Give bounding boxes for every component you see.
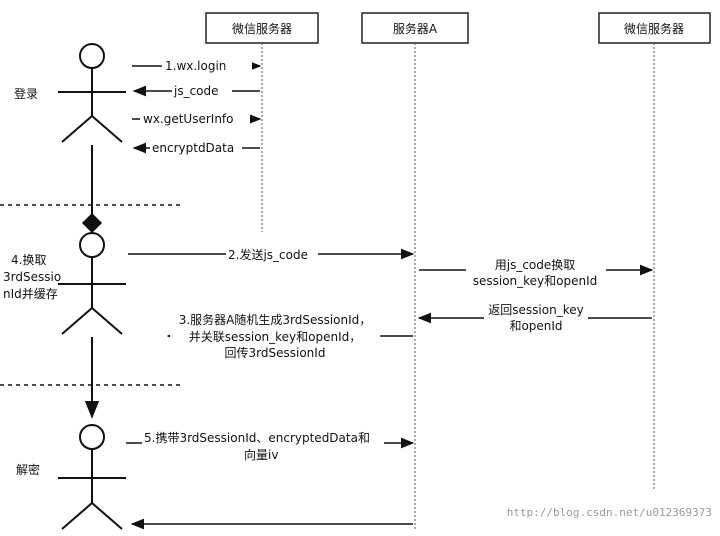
participant-wechat-server-1: 微信服务器 [205,12,319,44]
participant-label: 微信服务器 [624,21,684,36]
message-get-user-info: wx.getUserInfo [132,110,262,126]
message-exchange-session: 用js_code换取 session_key和openId [419,258,654,289]
watermark: http://blog.csdn.net/u012369373 [507,506,712,519]
message-carry-session: 5.携带3rdSessionId、encryptedData和 向量iv [126,429,415,463]
message-label: 3.服务器A随机生成3rdSessionId， [179,312,372,327]
participant-label: 服务器A [393,21,438,36]
section-label-exchange: 4.换取 [11,253,46,267]
message-label: 向量iv [244,447,278,462]
message-encrypted-data: encryptdData [132,140,260,156]
message-send-js-code: 2.发送js_code [128,246,415,262]
message-label: 5.携带3rdSessionId、encryptedData和 [144,430,370,445]
message-label: session_key和openId [473,274,598,288]
message-label: 回传3rdSessionId [225,345,326,360]
section-label-login: 登录 [14,86,38,101]
message-generate-session: 3.服务器A随机生成3rdSessionId， 并关联session_key和o… [166,311,413,361]
section-label-exchange: 3rdSessio [3,270,61,284]
actor-decrypt [58,424,126,530]
message-label: 用js_code换取 [495,258,576,272]
message-label: encryptdData [152,141,234,155]
message-label: 1.wx.login [165,59,226,73]
message-label: 和openId [509,319,562,333]
message-label: js_code [173,84,219,98]
participant-wechat-server-2: 微信服务器 [598,12,711,44]
message-label: 2.发送js_code [228,247,308,262]
section-label-exchange: nId并缓存 [3,287,58,301]
actor-exchange [58,232,126,335]
message-return-session: 返回session_key 和openId [417,302,652,333]
message-label: 返回session_key [488,303,583,317]
participant-label: 微信服务器 [232,21,292,36]
section-label-decrypt: 解密 [16,462,40,477]
participant-server-a: 服务器A [361,12,469,44]
message-js-code: js_code [132,83,260,99]
message-label: wx.getUserInfo [143,112,234,126]
message-label: 并关联session_key和openId， [189,330,362,344]
message-wx-login: 1.wx.login [132,58,262,74]
actor-login [58,43,126,143]
